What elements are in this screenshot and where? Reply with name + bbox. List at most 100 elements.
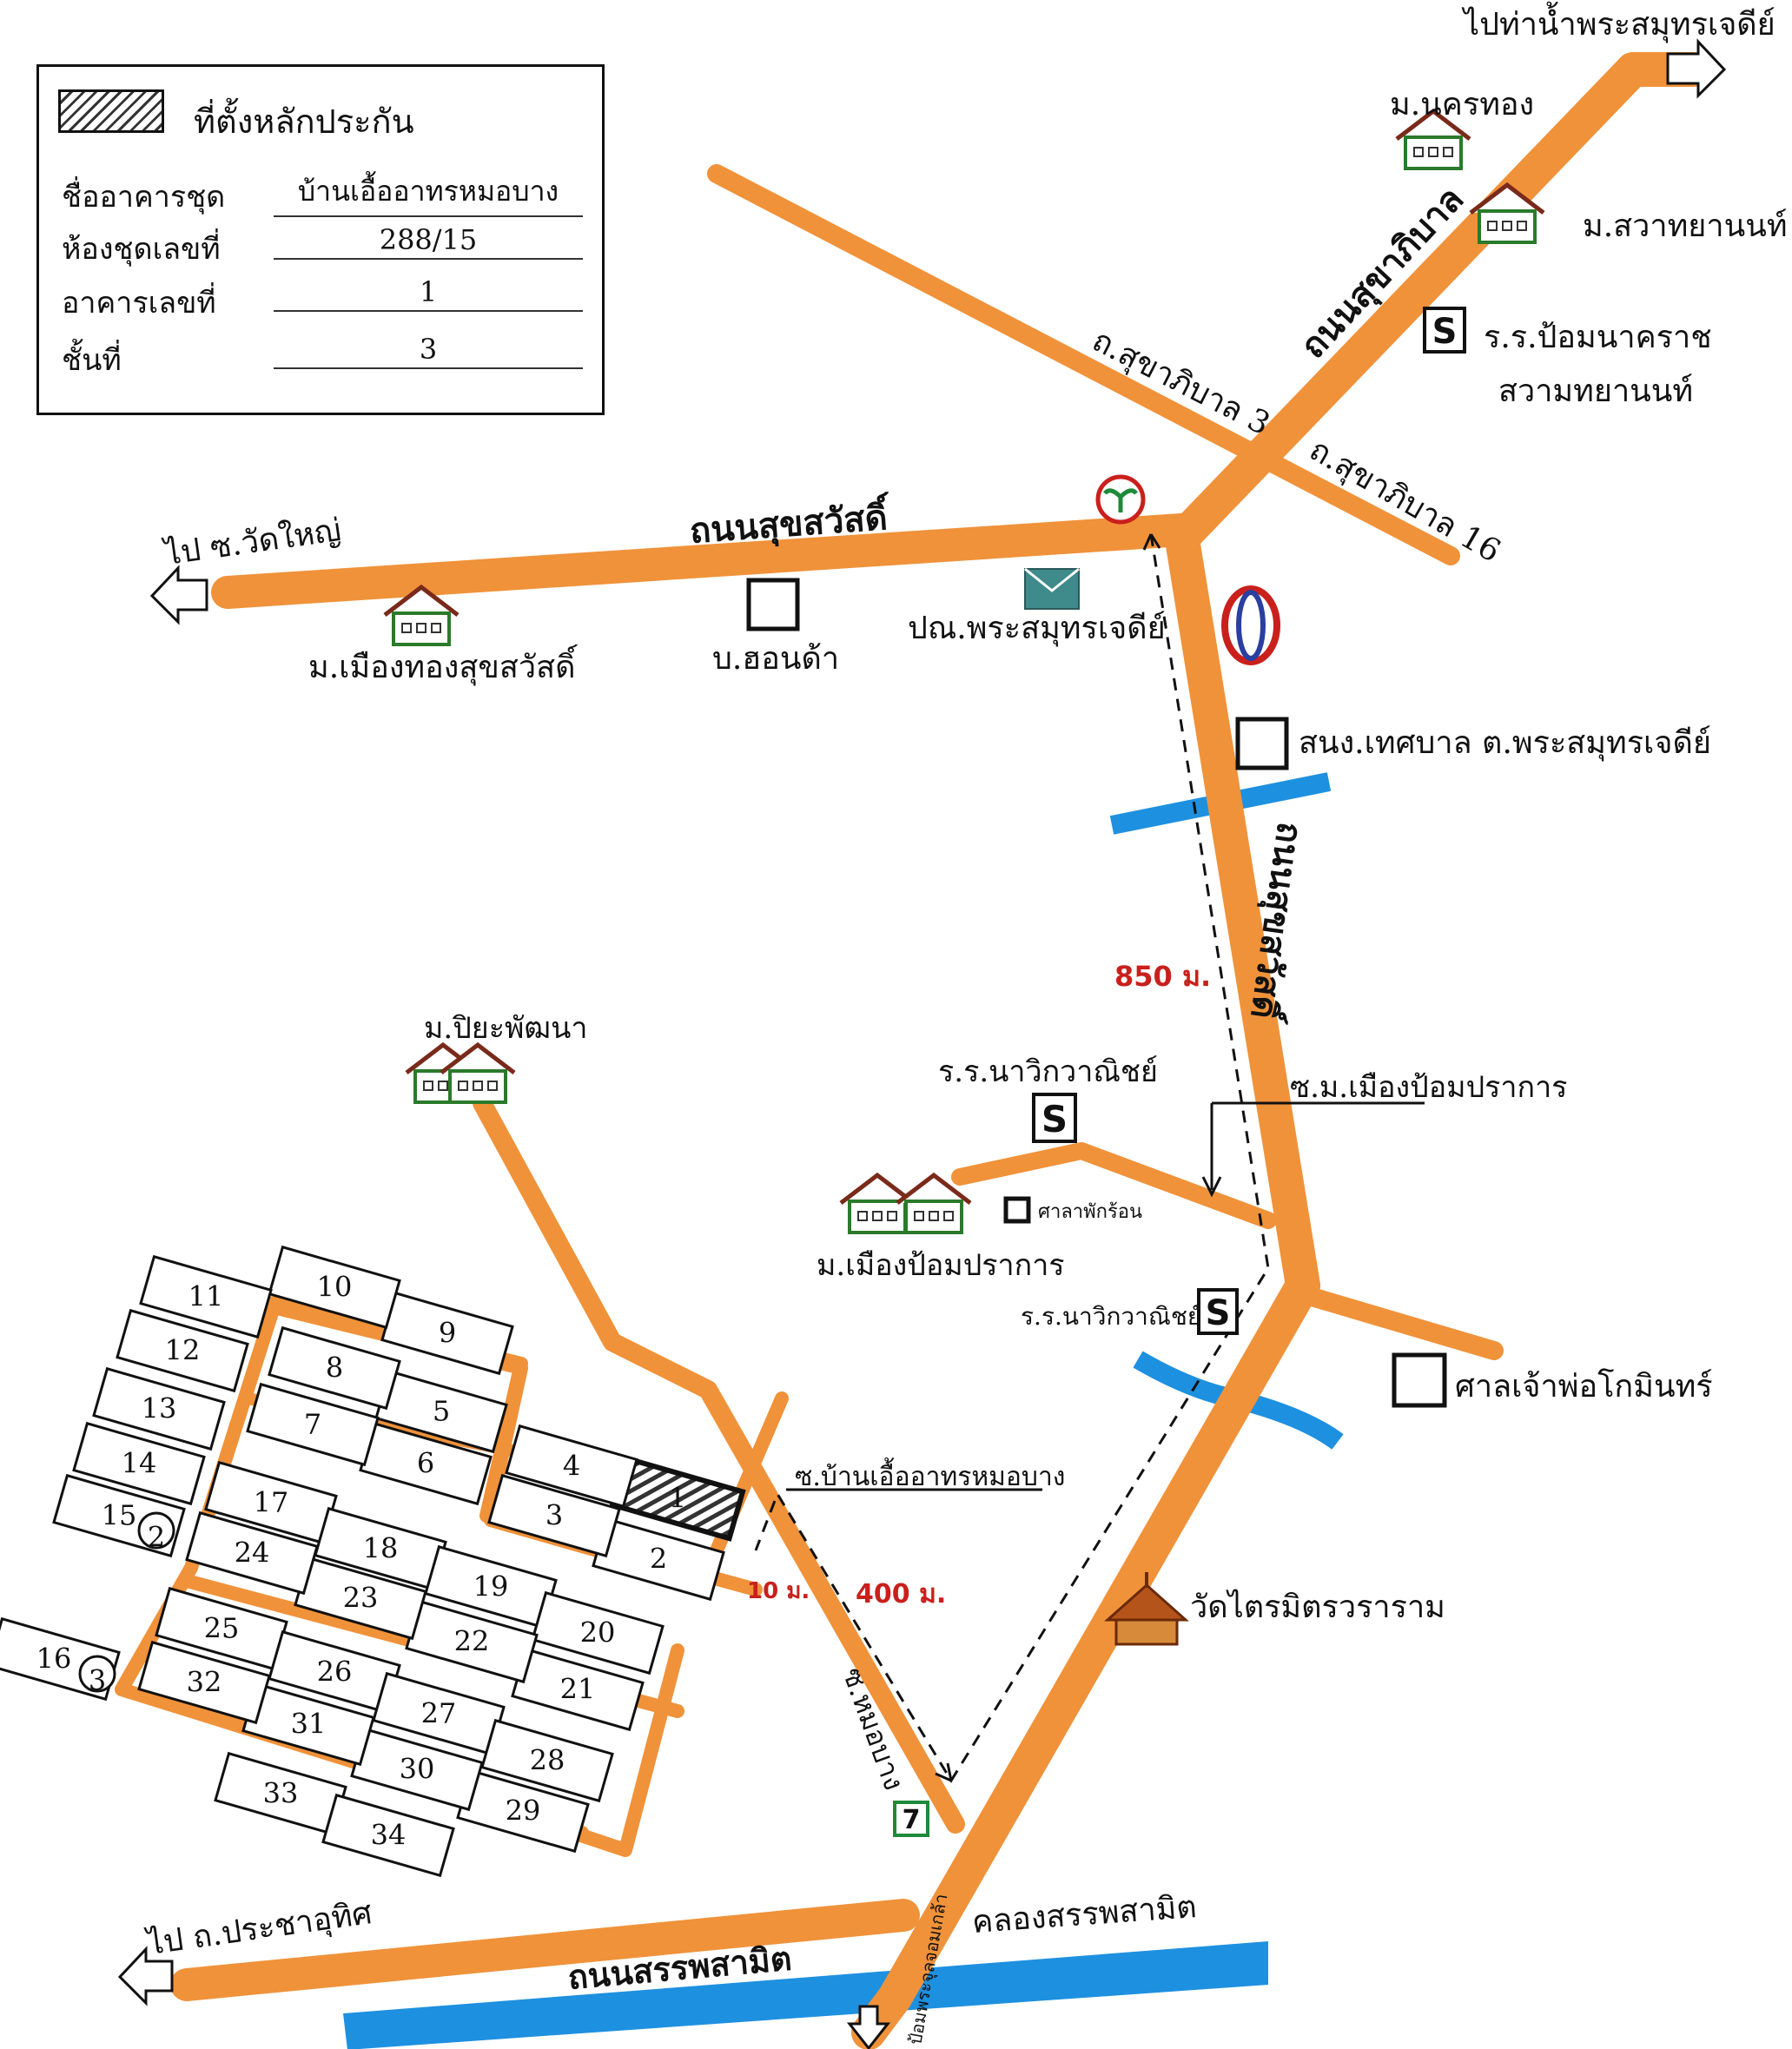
road-suksawat-vertical	[1164, 517, 1320, 1303]
label-soi-baan: ซ.บ้านเอื้ออาทรหมอบาง	[795, 1457, 1065, 1492]
plot-number: 28	[530, 1744, 565, 1777]
svg-text:S: S	[1432, 312, 1458, 352]
plot-number: 11	[188, 1280, 224, 1313]
plot-number: 5	[433, 1395, 450, 1428]
legend-box: ที่ตั้งหลักประกัน ชื่ออาคารชุด บ้านเอื้อ…	[36, 64, 605, 415]
road-shrine	[1293, 1285, 1504, 1360]
arrow-left-icon	[149, 565, 208, 625]
house-icon	[440, 1041, 516, 1104]
school-icon: S	[1032, 1093, 1077, 1143]
legend-label: ห้องชุดเลขที่	[62, 232, 221, 267]
plot-number: 32	[187, 1666, 222, 1699]
plot-number: 4	[563, 1450, 580, 1483]
legend-label: อาคารเลขที่	[62, 286, 216, 321]
label-nakhon-thong: ม.นครทอง	[1390, 87, 1534, 122]
hatch-swatch	[58, 89, 164, 133]
plot-building-11: 11	[139, 1254, 273, 1339]
plot-building-27: 27	[372, 1671, 506, 1756]
plot-building-3: 3	[487, 1473, 621, 1558]
label-mueang-thong: ม.เมืองทองสุขสวัสดิ์	[308, 644, 579, 686]
house-icon	[839, 1172, 916, 1234]
svg-text:2: 2	[148, 1521, 165, 1554]
plot-number: 27	[421, 1697, 457, 1730]
plot-building-19: 19	[424, 1544, 558, 1629]
plot-number: 8	[326, 1352, 343, 1385]
plot-number: 19	[473, 1570, 509, 1603]
plot-number: 24	[235, 1537, 270, 1570]
plot-number: 23	[343, 1582, 379, 1615]
plot-building-20: 20	[531, 1590, 665, 1676]
plot-building-25: 25	[155, 1586, 288, 1671]
plot-building-24: 24	[185, 1510, 319, 1596]
bank-icon	[1095, 474, 1146, 525]
honda-square	[746, 578, 800, 631]
road-soi-pomprakan	[951, 1142, 1277, 1229]
legend-value: 1	[274, 275, 583, 312]
plot-number: 22	[454, 1625, 490, 1658]
label-to-prachautit: ไป ถ.ประชาอุทิศ	[142, 1894, 374, 1963]
plot-number: 9	[439, 1317, 456, 1350]
label-piya-phatthana: ม.ปิยะพัฒนา	[424, 1011, 587, 1046]
house-icon	[1469, 182, 1545, 244]
shrine-square	[1392, 1352, 1447, 1408]
canal-main	[343, 1941, 1268, 2049]
plot-number: 26	[317, 1656, 353, 1689]
plot-number: 3	[546, 1499, 563, 1532]
plot-building-29: 29	[456, 1768, 590, 1854]
plot-building-7: 7	[246, 1382, 380, 1467]
plot-number: 7	[304, 1408, 321, 1441]
distance-850: 850 ม.	[1114, 960, 1211, 993]
label-canal: คลองสรรพสามิต	[971, 1889, 1198, 1940]
plot-number: 21	[560, 1673, 596, 1706]
plot-number: 15	[102, 1499, 137, 1532]
plot-building-8: 8	[268, 1325, 401, 1411]
plot-number: 1	[669, 1482, 686, 1515]
svg-text:7: 7	[903, 1805, 921, 1835]
road-south-main	[877, 1268, 1320, 2015]
plot-number: 31	[291, 1708, 327, 1741]
plot-number: 29	[506, 1795, 541, 1828]
plot-number: 33	[263, 1777, 299, 1810]
legend-label: ชั้นที่	[62, 343, 122, 378]
plot-building-33: 33	[214, 1751, 347, 1836]
school-icon: S	[1197, 1288, 1239, 1335]
plot-number: 30	[400, 1753, 435, 1786]
house-icon	[1395, 108, 1471, 170]
plot-number: 16	[36, 1643, 72, 1676]
label-sala: ศาลาพักร้อน	[1038, 1201, 1142, 1223]
label-school-pomnakarat-2: สวามทยานนท์	[1498, 373, 1693, 409]
plot-building-18: 18	[314, 1506, 447, 1591]
label-school-navi-2: ร.ร.นาวิกวาณิชย์	[1021, 1302, 1201, 1331]
convenience-store-icon: 7	[893, 1801, 929, 1837]
arrow-right-icon	[1666, 38, 1727, 99]
plot-building-23: 23	[294, 1556, 427, 1641]
plot-number: 20	[580, 1616, 616, 1649]
plot-number: 10	[317, 1271, 353, 1304]
road-sapphasamit	[170, 1899, 920, 2001]
plot-number: 25	[204, 1612, 240, 1645]
pointer-soi-pomprakan	[1201, 1101, 1425, 1198]
plot-building-34: 34	[321, 1793, 455, 1878]
label-soi-pomprakan: ซ.ม.เมืองป้อมปราการ	[1290, 1070, 1567, 1105]
mail-icon	[1024, 567, 1080, 610]
plot-building-26: 26	[268, 1629, 401, 1715]
arrow-left-icon	[117, 1946, 174, 2006]
label-post-office: ปณ.พระสมุทรเจดีย์	[908, 611, 1166, 647]
label-temple: วัดไตรมิตรวราราม	[1190, 1589, 1445, 1625]
plot-building-22: 22	[405, 1599, 539, 1684]
road-sukhaphiban3	[707, 164, 1460, 565]
police-square	[1235, 717, 1289, 770]
label-shrine: ศาลเจ้าพ่อโกมินทร์	[1455, 1368, 1713, 1405]
legend-value: 3	[274, 333, 583, 369]
label-police: สนง.เทศบาล ต.พระสมุทรเจดีย์	[1299, 725, 1711, 762]
plots: 1234567891011121314151617181920212223242…	[0, 1245, 746, 1878]
legend-label: ชื่ออาคารชุด	[62, 180, 226, 215]
road-soi-mobang	[473, 1094, 965, 1834]
house-icon	[896, 1172, 972, 1234]
svg-text:S: S	[1206, 1293, 1231, 1333]
arrow-down-icon	[846, 2005, 891, 2049]
label-school-navi: ร.ร.นาวิกวาณิชย์	[938, 1054, 1158, 1089]
school-icon: S	[1423, 307, 1466, 354]
legend-value: 288/15	[274, 223, 583, 260]
